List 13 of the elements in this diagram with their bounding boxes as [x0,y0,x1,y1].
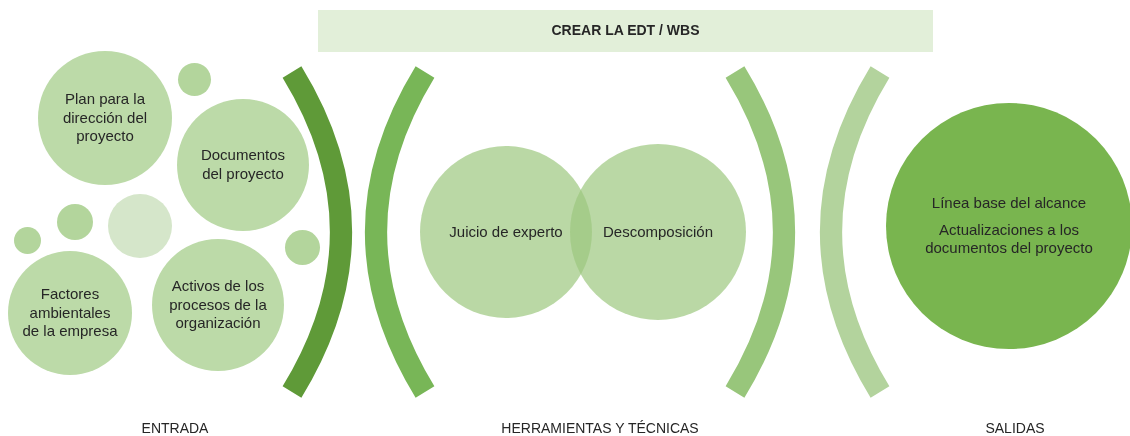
column-label: HERRAMIENTAS Y TÉCNICAS [500,419,700,436]
node-text: Descomposición [602,222,713,242]
node-text: Actualizaciones a los documentos del proyecto [924,220,1094,259]
title-band [318,10,933,52]
node-text: Documentos del proyecto [199,146,287,184]
node-text: Activos de los procesos de la organización [168,276,268,334]
node-text: Línea base del alcance [931,193,1087,213]
column-label: SALIDAS [984,419,1046,436]
column-label: ENTRADA [140,419,210,436]
node-text: Plan para la dirección del proyecto [61,89,149,147]
node-text: Juicio de experto [449,222,563,242]
node-text: Factores ambientales de la empresa [21,284,119,342]
node-text: CREAR LA EDT / WBS [551,22,700,40]
